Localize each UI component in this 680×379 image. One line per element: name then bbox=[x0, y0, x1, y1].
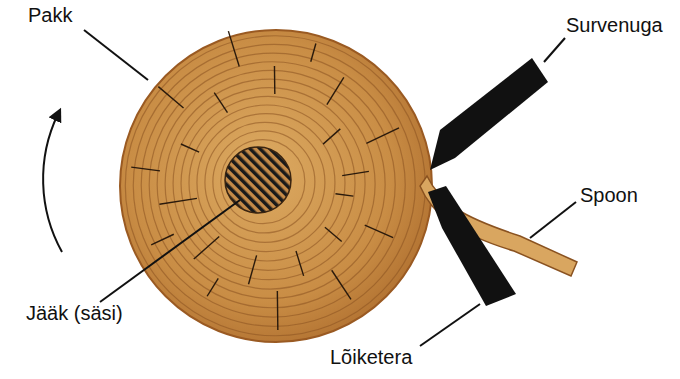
part-label: Lõiketera bbox=[330, 346, 412, 369]
crack bbox=[311, 43, 316, 61]
part-label: Jääk (säsi) bbox=[26, 302, 123, 325]
leader-line bbox=[530, 202, 576, 238]
growth-ring bbox=[149, 62, 395, 308]
leader-lines bbox=[84, 30, 576, 346]
crack bbox=[296, 251, 304, 276]
crack bbox=[325, 227, 342, 241]
crack bbox=[207, 278, 218, 296]
growth-rings bbox=[125, 36, 425, 336]
crack bbox=[181, 144, 199, 152]
growth-ring bbox=[165, 79, 375, 289]
growth-ring bbox=[133, 44, 415, 326]
log bbox=[120, 30, 432, 342]
crack bbox=[332, 270, 351, 299]
growth-ring bbox=[205, 122, 325, 242]
growth-ring bbox=[213, 131, 315, 233]
pressure-bar bbox=[430, 58, 548, 170]
leader-line bbox=[100, 200, 240, 302]
growth-ring bbox=[157, 70, 385, 298]
crack bbox=[249, 255, 257, 284]
crack bbox=[277, 291, 279, 330]
rotation-arrow bbox=[43, 114, 62, 252]
part-label: Pakk bbox=[28, 4, 72, 27]
crack bbox=[327, 77, 344, 104]
part-label: Survenuga bbox=[566, 14, 663, 37]
crack bbox=[214, 93, 227, 113]
leader-line bbox=[420, 304, 480, 346]
growth-ring bbox=[125, 36, 425, 336]
leader-line bbox=[544, 38, 565, 62]
growth-ring bbox=[221, 140, 305, 224]
crack bbox=[274, 66, 276, 94]
leader-line bbox=[84, 30, 148, 80]
growth-ring bbox=[173, 88, 365, 280]
growth-ring bbox=[181, 96, 355, 270]
crack bbox=[159, 198, 197, 204]
crack bbox=[335, 194, 353, 196]
crack bbox=[342, 171, 369, 175]
crack bbox=[365, 225, 393, 238]
crack bbox=[194, 237, 219, 260]
crack bbox=[228, 31, 239, 66]
crack bbox=[131, 167, 160, 171]
growth-ring bbox=[197, 114, 335, 252]
growth-ring bbox=[141, 53, 405, 317]
part-label: Spoon bbox=[580, 184, 638, 207]
cracks bbox=[131, 31, 399, 330]
knife bbox=[428, 186, 516, 306]
crack bbox=[323, 129, 340, 144]
crack bbox=[158, 87, 183, 108]
growth-ring bbox=[189, 105, 345, 261]
crack bbox=[366, 128, 399, 143]
crack bbox=[151, 234, 174, 245]
